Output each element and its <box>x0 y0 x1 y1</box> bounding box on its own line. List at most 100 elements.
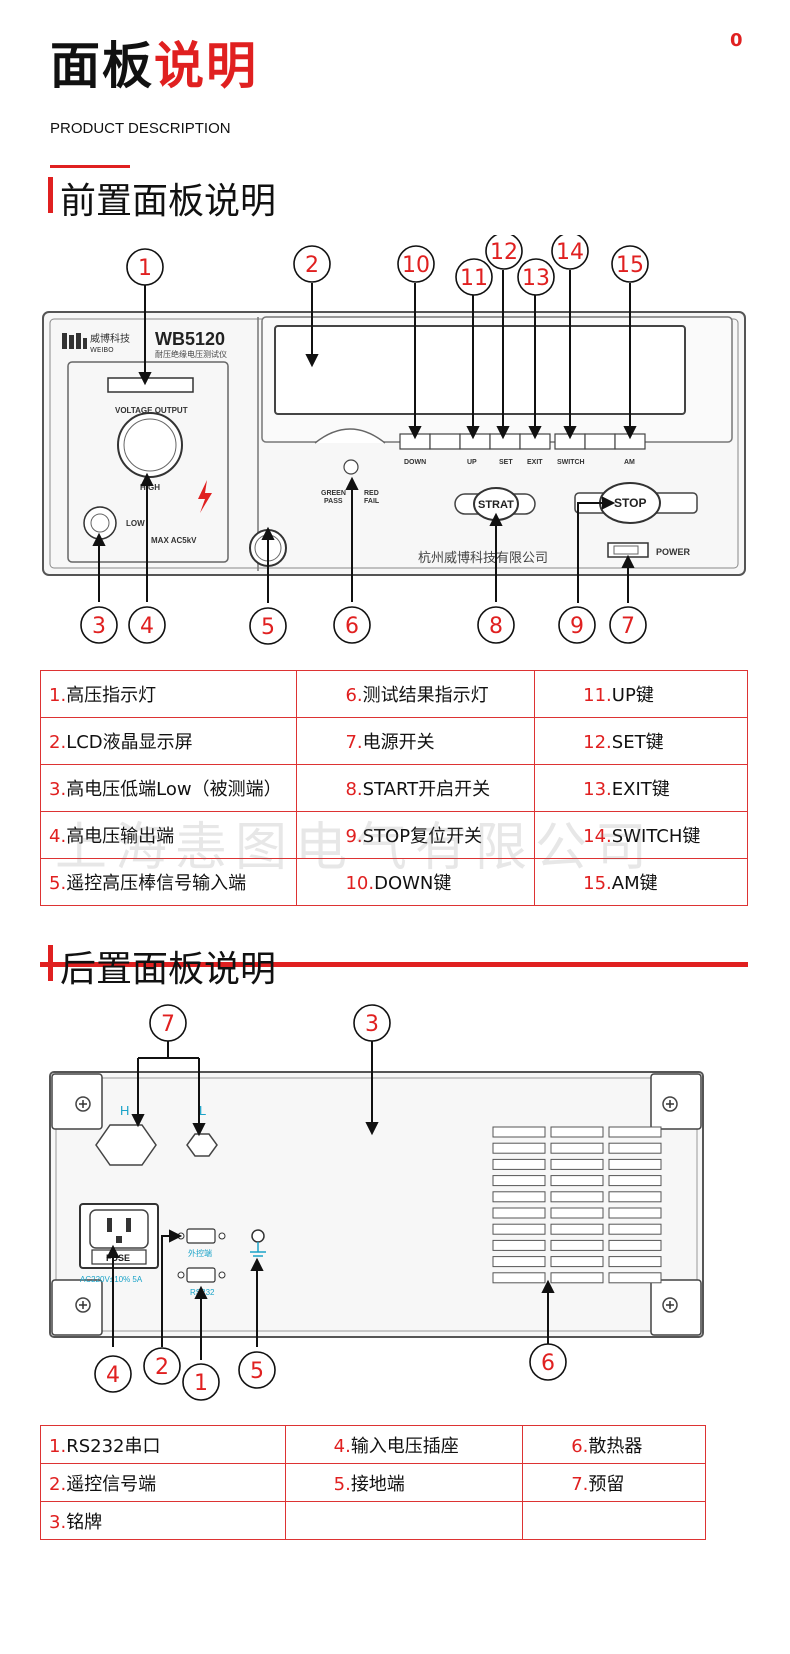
rear-legend-text: RS232串口 <box>66 1435 161 1457</box>
company-name: 杭州威博科技有限公司 <box>418 551 548 566</box>
vent-slot <box>550 1256 604 1268</box>
rear-legend-cell: 7.预留 <box>522 1463 706 1502</box>
vent-slot <box>608 1191 662 1203</box>
rear-legend-text: 散热器 <box>588 1435 643 1457</box>
front-callout-6: 6 <box>345 614 359 639</box>
model-name: WB5120 <box>155 329 225 349</box>
key-label-switch: SWITCH <box>557 459 585 466</box>
vent-slot <box>608 1239 662 1251</box>
front-legend-number: 12. <box>583 732 612 753</box>
reserved-port-l <box>186 1133 218 1157</box>
weibo-logo: 威博科技 WEIBO <box>62 332 130 354</box>
rear-callout-7: 7 <box>161 1012 175 1037</box>
front-callout-11: 11 <box>460 266 488 291</box>
red-fail-label: RED <box>364 490 379 497</box>
rear-legend-number: 7. <box>571 1473 589 1495</box>
vent-slot <box>550 1272 604 1284</box>
vent-slot <box>492 1272 546 1284</box>
rear-callout-1: 1 <box>194 1371 208 1396</box>
front-legend-number: 5. <box>49 873 67 894</box>
front-legend-cell: 11.UP键 <box>534 670 748 718</box>
stop-button-label: STOP <box>614 496 646 510</box>
front-legend-number: 2. <box>49 732 67 753</box>
ac-rating-label: AC220V±10% 5A <box>80 1275 143 1284</box>
rear-legend-number: 6. <box>571 1435 589 1457</box>
front-section-bar <box>48 177 53 213</box>
front-legend-text: 高电压输出端 <box>66 826 175 847</box>
vent-slot <box>550 1191 604 1203</box>
vent-slot <box>608 1256 662 1268</box>
front-legend-cell: 3.高电压低端Low（被测端） <box>39 764 298 812</box>
page-title-black: 面板 <box>50 37 154 95</box>
front-legend-number: 4. <box>49 826 67 847</box>
front-legend-cell: 14.SWITCH键 <box>534 811 748 859</box>
ext-control-port <box>177 1228 226 1244</box>
front-callout-4: 4 <box>140 614 154 639</box>
rear-legend-cell: 4.输入电压插座 <box>284 1425 524 1464</box>
vent-slot <box>550 1126 604 1138</box>
vent-slot <box>550 1175 604 1187</box>
rear-section-bar <box>48 945 53 981</box>
section-divider <box>40 962 748 967</box>
rear-legend-number: 3. <box>49 1511 67 1533</box>
vent-slot <box>550 1207 604 1219</box>
front-panel-diagram: 威博科技 WEIBO WB5120 耐压绝缘电压测试仪 VOLTAGE OUTP… <box>42 235 746 645</box>
rear-legend-text: 接地端 <box>350 1473 405 1495</box>
front-section-title: 前置面板说明 <box>60 181 277 222</box>
front-legend-text: START开启开关 <box>362 779 491 800</box>
front-legend-number: 13. <box>583 779 612 800</box>
green-pass-label: GREEN <box>321 490 346 497</box>
vent-slot <box>608 1223 662 1235</box>
vent-slot <box>608 1158 662 1170</box>
front-callout-15: 15 <box>616 253 644 278</box>
rear-panel-diagram: H L FUSE AC220V±10% 5A 外控端 RS232 <box>49 1004 704 1401</box>
svg-text:PASS: PASS <box>324 498 343 505</box>
rear-callout-2: 2 <box>155 1355 169 1380</box>
rear-callout-6: 6 <box>541 1351 555 1376</box>
front-callout-1: 1 <box>138 256 152 281</box>
front-callout-14: 14 <box>556 240 584 265</box>
front-legend-text: UP键 <box>611 685 654 706</box>
front-legend-text: STOP复位开关 <box>362 826 483 847</box>
front-legend-text: AM键 <box>611 873 658 894</box>
model-desc: 耐压绝缘电压测试仪 <box>155 349 227 359</box>
front-legend-text: SWITCH键 <box>611 826 701 847</box>
vent-slot <box>608 1142 662 1154</box>
vent-slot <box>608 1126 662 1138</box>
front-legend-cell: 12.SET键 <box>534 717 748 765</box>
ground-icon <box>250 1242 266 1257</box>
front-callout-12: 12 <box>490 240 518 265</box>
rear-legend-number: 5. <box>333 1473 351 1495</box>
vent-slot <box>492 1223 546 1235</box>
front-legend-number: 9. <box>345 826 363 847</box>
front-legend-cell: 9.STOP复位开关 <box>296 811 536 859</box>
front-legend-cell: 7.电源开关 <box>296 717 536 765</box>
key-label-down: DOWN <box>404 459 426 466</box>
front-legend-cell: 4.高电压输出端 <box>39 811 298 859</box>
front-legend-text: 高压指示灯 <box>66 685 157 706</box>
page-title-red: 说明 <box>154 37 258 95</box>
front-legend-number: 15. <box>583 873 612 894</box>
front-callout-5: 5 <box>261 615 275 640</box>
rear-callout-4: 4 <box>106 1363 120 1388</box>
rear-legend-cell: 1.RS232串口 <box>40 1425 286 1464</box>
ext-ctrl-label: 外控端 <box>188 1248 212 1258</box>
watermark: 上海恚图电气有限公司 <box>55 818 656 878</box>
rear-legend-cell <box>284 1501 524 1540</box>
high-label: HIGH <box>140 483 160 492</box>
vent-slot <box>492 1175 546 1187</box>
corner-brackets <box>51 1073 702 1336</box>
lcd-notch <box>314 428 386 444</box>
front-legend-cell: 2.LCD液晶显示屏 <box>39 717 298 765</box>
heat-sink-vents <box>492 1126 662 1284</box>
front-callout-8: 8 <box>489 614 503 639</box>
front-legend-number: 8. <box>345 779 363 800</box>
front-legend-number: 11. <box>583 685 612 706</box>
front-legend-text: DOWN键 <box>374 873 452 894</box>
vent-slot <box>608 1207 662 1219</box>
rear-legend-number: 4. <box>333 1435 351 1457</box>
start-button-label: STRAT <box>478 499 514 511</box>
